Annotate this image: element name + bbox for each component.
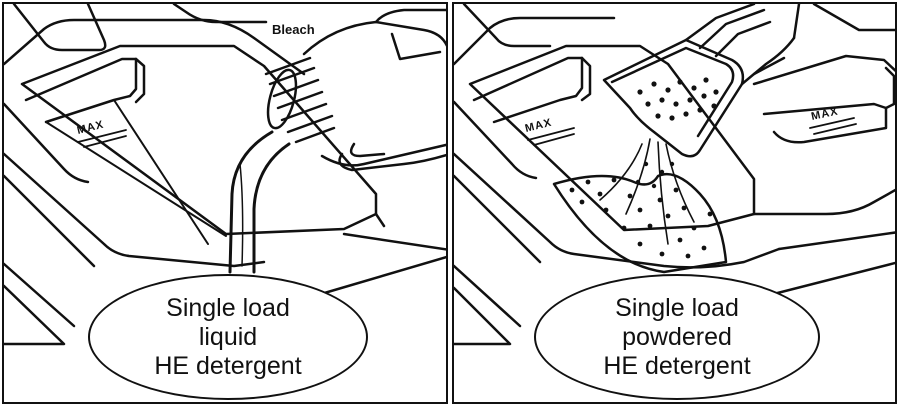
caption-line: Single load <box>166 294 290 323</box>
second-compartment <box>754 56 897 84</box>
max-fill-insert <box>474 58 582 122</box>
bottle-neck <box>263 67 302 131</box>
caption-line: liquid <box>199 323 257 352</box>
scoop-handle <box>686 4 754 40</box>
liquid-detergent-panel: MAX Bleach Single load liquid HE <box>2 2 448 404</box>
powder-detergent-panel: MAX MAX <box>452 2 897 404</box>
dispenser-compartment <box>470 46 754 230</box>
caption-oval-liquid: Single load liquid HE detergent <box>88 274 368 400</box>
liquid-stream <box>230 132 272 272</box>
dispenser-outer-edge <box>454 18 614 64</box>
caption-line: powdered <box>622 323 732 352</box>
max-fill-label: MAX <box>524 117 554 135</box>
caption-oval-powder: Single load powdered HE detergent <box>534 274 820 400</box>
max-fill-insert <box>26 59 136 122</box>
caption-line: Single load <box>615 294 739 323</box>
caption-line: HE detergent <box>603 352 750 381</box>
bleach-compartment-label: Bleach <box>272 22 315 37</box>
caption-line: HE detergent <box>154 352 301 381</box>
max-fill-label: MAX <box>810 105 839 122</box>
powder-stream <box>626 139 650 214</box>
detergent-bottle <box>304 22 448 58</box>
